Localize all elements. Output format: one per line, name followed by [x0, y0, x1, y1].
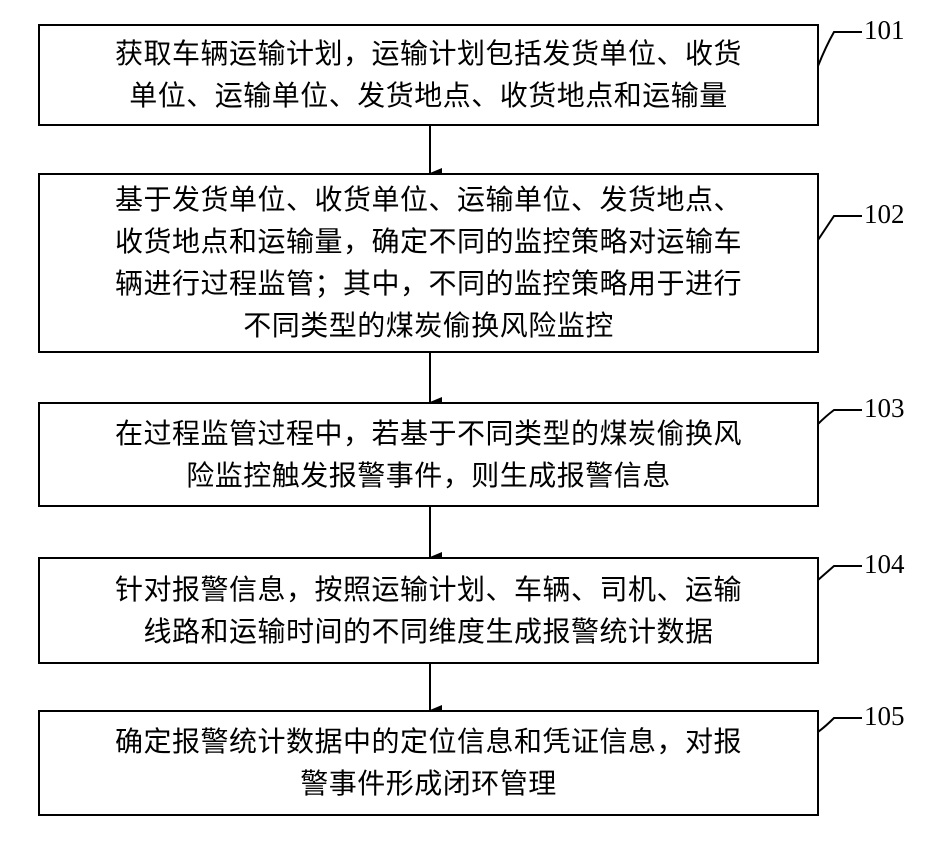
step-text-line: 获取车辆运输计划，运输计划包括发货单位、收货 — [115, 33, 742, 75]
step-number-104: 104 — [864, 550, 905, 578]
step-number-103: 103 — [864, 394, 905, 422]
step-text-line: 不同类型的煤炭偷换风险监控 — [243, 305, 614, 347]
step-text-line: 辆进行过程监管；其中，不同的监控策略用于进行 — [115, 263, 742, 305]
step-box-105: 确定报警统计数据中的定位信息和凭证信息，对报 警事件形成闭环管理 — [38, 710, 819, 816]
step-number-105: 105 — [864, 702, 905, 730]
leader-line-101 — [818, 32, 862, 66]
step-number-102: 102 — [864, 200, 905, 228]
step-box-101: 获取车辆运输计划，运输计划包括发货单位、收货 单位、运输单位、发货地点、收货地点… — [38, 24, 819, 126]
step-text-line: 收货地点和运输量，确定不同的监控策略对运输车 — [115, 221, 742, 263]
step-text-line: 险监控触发报警事件，则生成报警信息 — [186, 455, 671, 497]
step-text-line: 单位、运输单位、发货地点、收货地点和运输量 — [129, 75, 728, 117]
step-box-104: 针对报警信息，按照运输计划、车辆、司机、运输 线路和运输时间的不同维度生成报警统… — [38, 557, 819, 664]
step-text-line: 针对报警信息，按照运输计划、车辆、司机、运输 — [115, 569, 742, 611]
step-text-line: 确定报警统计数据中的定位信息和凭证信息，对报 — [115, 721, 742, 763]
leader-line-104 — [818, 566, 862, 580]
step-number-101: 101 — [864, 16, 905, 44]
leader-line-105 — [818, 718, 862, 732]
leader-line-103 — [818, 410, 862, 424]
step-box-102: 基于发货单位、收货单位、运输单位、发货地点、 收货地点和运输量，确定不同的监控策… — [38, 173, 819, 353]
step-text-line: 基于发货单位、收货单位、运输单位、发货地点、 — [115, 179, 742, 221]
step-box-103: 在过程监管过程中，若基于不同类型的煤炭偷换风 险监控触发报警事件，则生成报警信息 — [38, 402, 819, 507]
step-text-line: 线路和运输时间的不同维度生成报警统计数据 — [143, 611, 713, 653]
step-text-line: 在过程监管过程中，若基于不同类型的煤炭偷换风 — [115, 413, 742, 455]
leader-line-102 — [818, 216, 862, 240]
step-text-line: 警事件形成闭环管理 — [300, 763, 557, 805]
